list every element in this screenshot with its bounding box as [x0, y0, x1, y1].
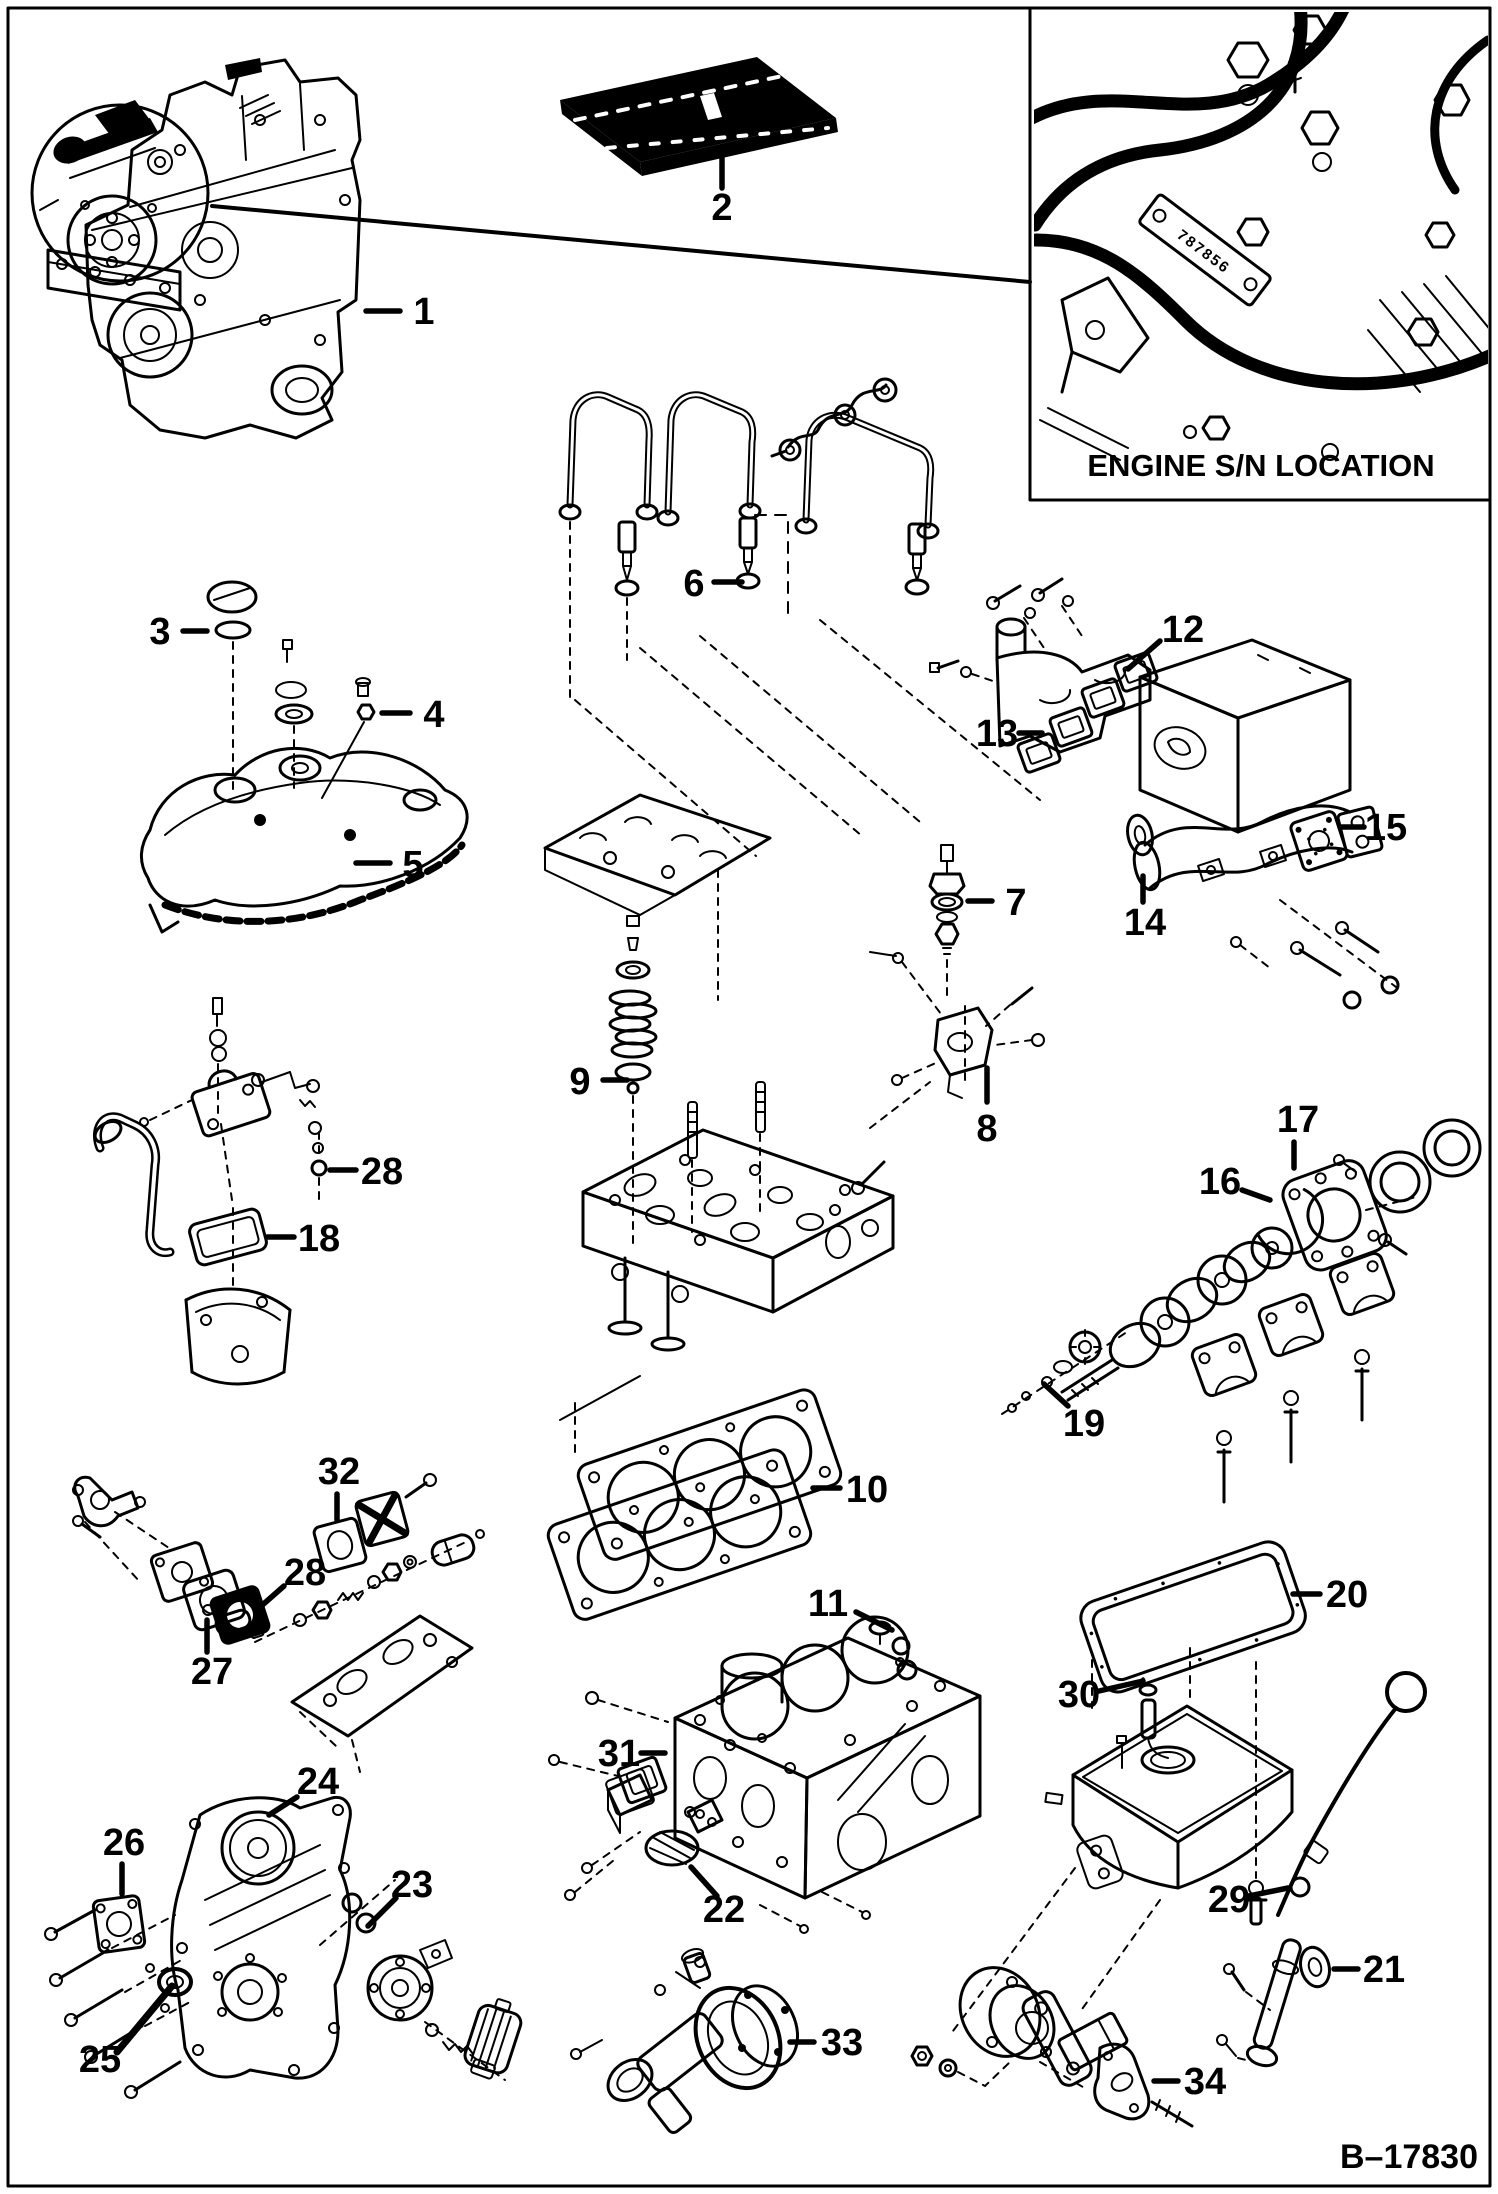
callout-1: 1 — [413, 291, 434, 333]
sn-location-detail-circle — [30, 100, 210, 286]
oil-filter-drawing — [463, 1998, 523, 2075]
callout-9: 9 — [569, 1061, 590, 1103]
gasket-15 — [1289, 810, 1349, 872]
callout-4: 4 — [423, 694, 444, 736]
callout-6: 6 — [683, 563, 704, 605]
gasket-27 — [182, 1568, 246, 1632]
callout-20: 20 — [1326, 1574, 1368, 1616]
parts-manual-book-drawing — [560, 57, 838, 176]
crankshaft-group — [1001, 1118, 1482, 1504]
cover-32 — [354, 1490, 410, 1548]
cylinder-head-drawing — [581, 1128, 895, 1352]
exhaust-manifold-group — [1126, 804, 1401, 1010]
callout-32: 32 — [318, 1451, 360, 1493]
callout-leader-lines — [113, 155, 1367, 2084]
coupler-gasket — [1093, 2042, 1151, 2121]
sn-detail-leader-line — [210, 204, 1032, 284]
callout-11: 11 — [808, 1583, 848, 1625]
engine-block-group — [548, 1615, 982, 1934]
callout-21: 21 — [1363, 1949, 1405, 1991]
callout-31: 31 — [598, 1733, 640, 1775]
head-gaskets-group — [546, 1375, 843, 1621]
callout-17: 17 — [1277, 1099, 1319, 1141]
sn-inset-drawing: 787856 — [1034, 12, 1488, 461]
engine-assembly-drawing — [30, 58, 362, 440]
callout-24: 24 — [297, 1761, 339, 1803]
callout-33: 33 — [821, 2022, 863, 2064]
oil-pan-gasket — [1079, 1540, 1307, 1694]
dipstick-o-ring — [1289, 1876, 1311, 1898]
oil-pan-group — [949, 1540, 1427, 2068]
dipstick-drawing — [1245, 1671, 1427, 2068]
page-border — [6, 6, 1492, 2188]
callout-8: 8 — [976, 1108, 997, 1150]
injector-1 — [614, 520, 640, 597]
callout-3: 3 — [149, 611, 170, 653]
callout-12: 12 — [1162, 609, 1204, 651]
timing-cover-group — [44, 1795, 523, 2099]
gasket-32 — [312, 1516, 368, 1574]
fuel-pump-group — [72, 1473, 485, 1773]
callout-27: 27 — [191, 1651, 233, 1693]
callout-28-lower: 28 — [284, 1552, 326, 1594]
rocker-head-top-drawing — [543, 793, 772, 916]
callout-22: 22 — [703, 1889, 745, 1931]
injector-lines-group — [558, 377, 1041, 857]
front-plate-26 — [91, 1894, 147, 1954]
main-bearing-caps — [1190, 1252, 1396, 1504]
injector-3 — [904, 522, 930, 596]
intake-manifold-group — [929, 577, 1159, 774]
callout-26: 26 — [103, 1822, 145, 1864]
callout-19: 19 — [1063, 1403, 1105, 1445]
thermostat-fitting-group — [928, 844, 966, 1001]
breather-gasket-18 — [188, 1207, 268, 1267]
water-pump-group — [570, 1948, 799, 2134]
figure-reference-code: B–17830 — [1340, 2138, 1478, 2176]
engine-sn-inset: 787856 ENGINE S/N LOCATION — [1028, 6, 1492, 502]
callout-7: 7 — [1005, 882, 1026, 924]
callout-16: 16 — [1199, 1161, 1241, 1203]
callout-25: 25 — [79, 2039, 121, 2081]
breather-group — [93, 997, 328, 1386]
water-outlet-group — [851, 951, 1045, 1195]
front-seal-25 — [157, 1967, 193, 1997]
callout-14: 14 — [1124, 902, 1166, 944]
pump-coupler-group — [910, 1966, 1194, 2128]
callout-29: 29 — [1208, 1879, 1250, 1921]
valve-cover-group — [140, 580, 469, 934]
callout-15: 15 — [1365, 807, 1407, 849]
callout-30: 30 — [1058, 1674, 1100, 1716]
callout-labels: 1 2 3 4 5 6 7 8 9 10 11 12 13 14 15 16 1… — [79, 187, 1407, 2103]
callout-5: 5 — [402, 844, 423, 886]
callout-13: 13 — [976, 713, 1018, 755]
air-cleaner-box-drawing — [1138, 638, 1352, 834]
injector-2 — [735, 516, 761, 590]
valve-spring-group — [608, 869, 766, 1251]
callout-28-upper: 28 — [361, 1151, 403, 1193]
callout-34: 34 — [1184, 2061, 1226, 2103]
inset-caption: ENGINE S/N LOCATION — [1087, 448, 1434, 483]
callout-18: 18 — [298, 1218, 340, 1260]
callout-23: 23 — [391, 1864, 433, 1906]
callout-10: 10 — [846, 1469, 888, 1511]
callout-2: 2 — [711, 187, 732, 229]
